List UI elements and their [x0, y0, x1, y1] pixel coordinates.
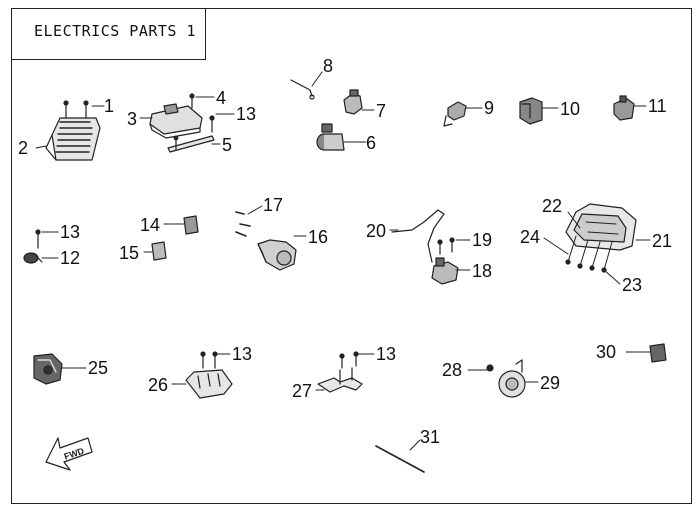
callout-28: 28: [442, 360, 462, 380]
leader-lines: [35, 71, 651, 451]
callout-7: 7: [376, 101, 386, 121]
part-25-switch-assembly: [33, 353, 63, 385]
part-27-bracket: [317, 367, 363, 393]
callout-30: 30: [596, 342, 616, 362]
part-21-dashboard: [565, 203, 637, 251]
callout-20: 20: [366, 221, 386, 241]
callout-10: 10: [560, 99, 580, 119]
part-1-bolts: [63, 100, 89, 119]
callout-19: 19: [472, 230, 492, 250]
callout-labels: 1 2 3 4 5 6 7 8 9 10 11 12 13 13 14 15 1…: [18, 56, 672, 447]
part-18-sensor: [431, 257, 459, 285]
callout-5: 5: [222, 135, 232, 155]
part-3-ecu: [149, 103, 203, 139]
part-29-horn: [498, 359, 526, 398]
part-26-bracket: [185, 369, 233, 399]
part-31-wire: [375, 445, 425, 473]
part-6-socket: [316, 123, 345, 151]
callout-23: 23: [622, 275, 642, 295]
callout-16: 16: [308, 227, 328, 247]
part-17-pins: [235, 211, 251, 237]
callout-15: 15: [119, 243, 139, 263]
callout-13: 13: [236, 104, 256, 124]
part-2-regulator: [45, 117, 101, 161]
part-14-relay: [183, 215, 199, 235]
part-10-relay: [519, 97, 543, 125]
callout-12: 12: [60, 248, 80, 268]
part-30-relay: [649, 343, 667, 363]
callout-1: 1: [104, 96, 114, 116]
part-15-relay: [151, 241, 167, 261]
callout-25: 25: [88, 358, 108, 378]
callout-6: 6: [366, 133, 376, 153]
part-5-bracket: [167, 135, 215, 153]
callout-14: 14: [140, 215, 160, 235]
callout-2: 2: [18, 138, 28, 158]
callout-27: 27: [292, 381, 312, 401]
callout-13: 13: [376, 344, 396, 364]
callout-29: 29: [540, 373, 560, 393]
callout-13: 13: [232, 344, 252, 364]
callout-17: 17: [263, 195, 283, 215]
callout-4: 4: [216, 88, 226, 108]
part-12-clip: [23, 252, 43, 264]
callout-3: 3: [127, 109, 137, 129]
callout-18: 18: [472, 261, 492, 281]
part-7-switch: [343, 89, 363, 115]
callout-11: 11: [648, 96, 667, 116]
callout-21: 21: [652, 231, 672, 251]
part-9-sensor: [443, 101, 467, 127]
title-box: [11, 8, 206, 60]
callout-13: 13: [60, 222, 80, 242]
diagram-border: [11, 8, 692, 504]
callout-22: 22: [542, 196, 562, 216]
part-16-switch: [257, 239, 297, 271]
callout-26: 26: [148, 375, 168, 395]
fwd-arrow-icon: [45, 437, 93, 471]
callout-24: 24: [520, 227, 540, 247]
part-8-wire: [290, 79, 313, 97]
callout-8: 8: [323, 56, 333, 76]
diagram-title: ELECTRICS PARTS 1: [34, 22, 197, 40]
part-20-cable: [391, 209, 445, 263]
callout-31: 31: [420, 427, 440, 447]
callout-9: 9: [484, 98, 494, 118]
part-11-connector: [613, 95, 635, 121]
